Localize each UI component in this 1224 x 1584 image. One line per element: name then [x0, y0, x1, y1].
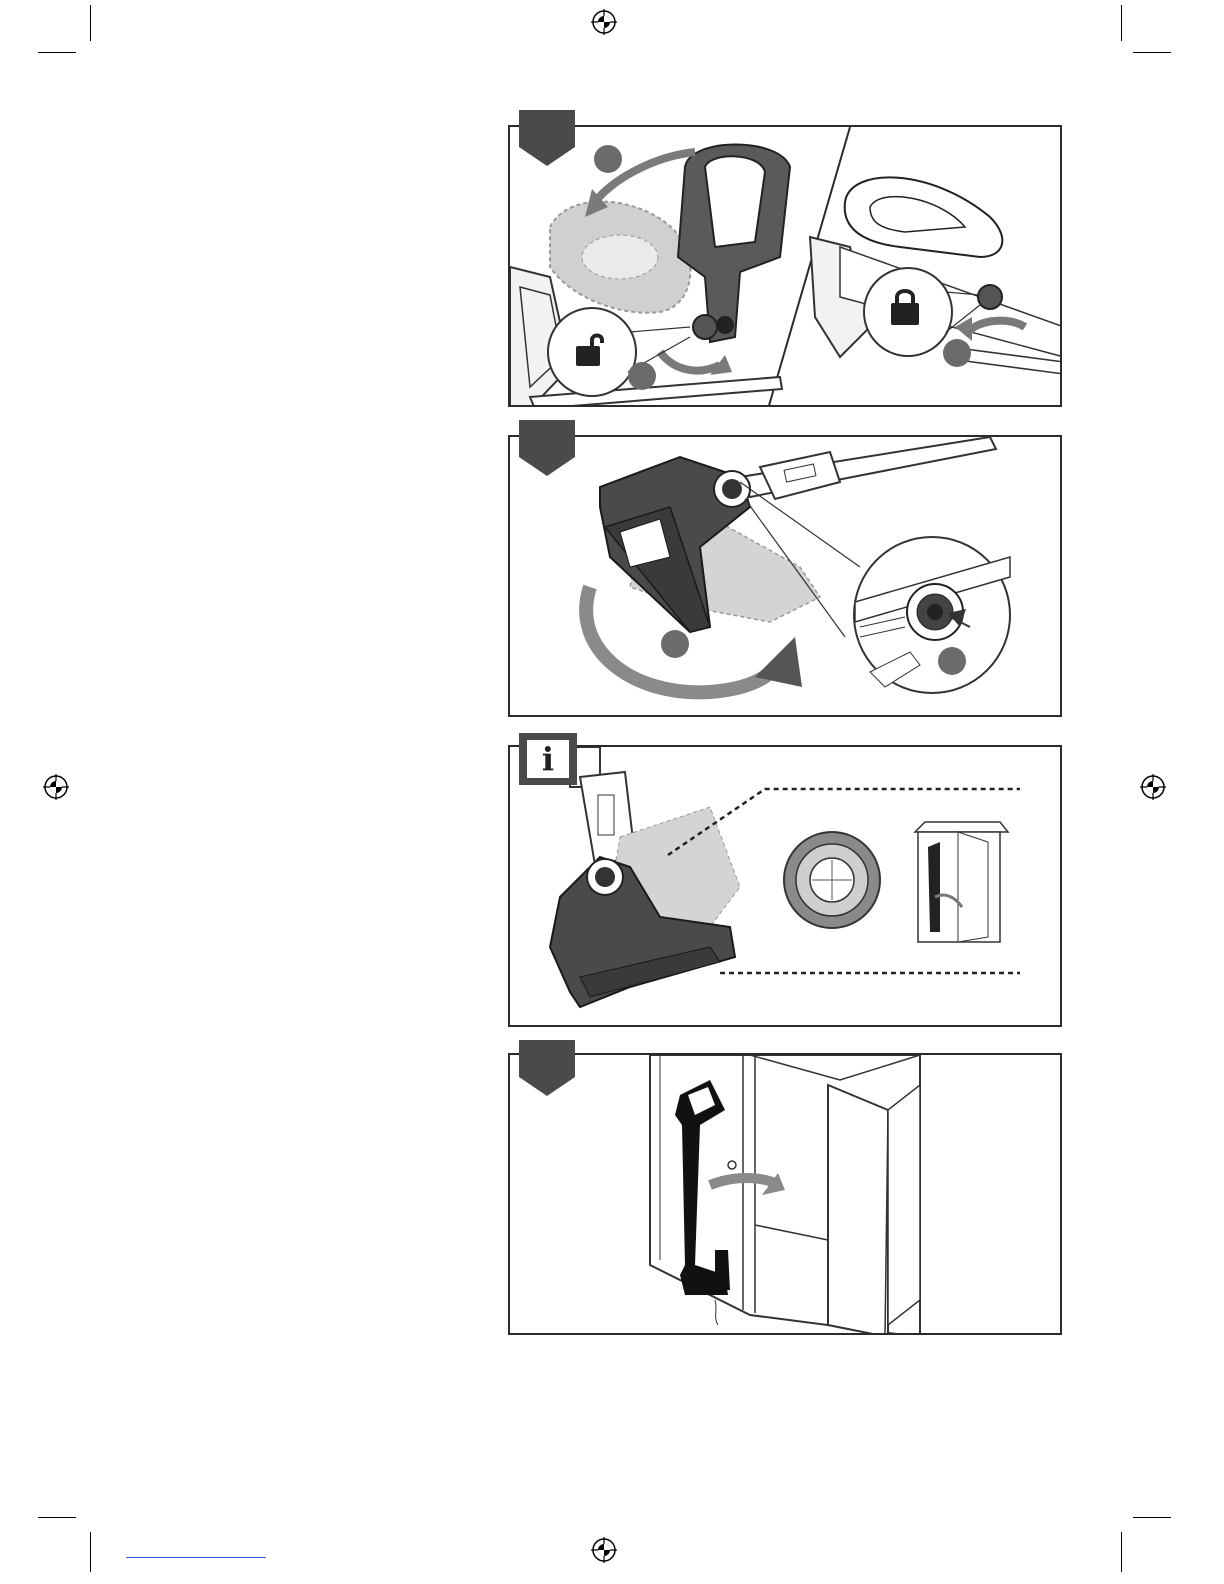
panel-head-pivot [508, 435, 1062, 717]
registration-mark-icon [1140, 774, 1166, 800]
head-pivot-illustration [510, 437, 1062, 717]
lock-icon [889, 287, 921, 327]
info-icon: i [527, 740, 569, 778]
panel-handle-fold [508, 125, 1062, 407]
storage-info-illustration [510, 747, 1062, 1027]
registration-mark-icon [43, 774, 69, 800]
cabinet-icon [915, 822, 1008, 942]
cabinet-storage-illustration [510, 1055, 1062, 1335]
panel-storage-info [508, 745, 1062, 1027]
callout-marker [661, 630, 689, 658]
callout-marker [938, 647, 966, 675]
unlock-icon [574, 332, 604, 368]
callout-marker [628, 362, 656, 390]
footer-link-underline [126, 1557, 266, 1558]
callout-marker [943, 339, 971, 367]
info-marker: i [519, 733, 577, 785]
panel-cabinet-storage [508, 1053, 1062, 1335]
registration-mark-icon [591, 9, 617, 35]
callout-marker [594, 145, 622, 173]
registration-mark-icon [591, 1537, 617, 1563]
dial-icon [784, 832, 880, 928]
